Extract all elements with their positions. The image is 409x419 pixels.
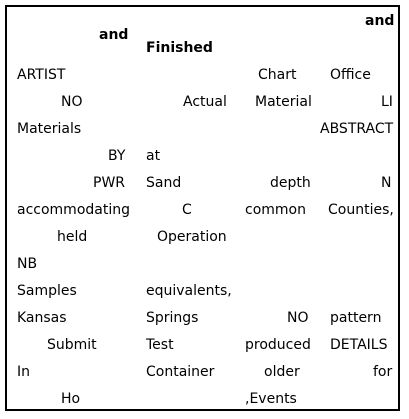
table-cell: In	[17, 364, 31, 380]
table-cell: Ho	[61, 391, 81, 407]
table-cell: produced	[245, 337, 311, 353]
table-cell: ,Events	[245, 391, 297, 407]
table-cell: Test	[146, 337, 174, 353]
table-cell: LI	[381, 94, 393, 110]
table-cell: Springs	[146, 310, 199, 326]
table-cell: C	[182, 202, 192, 218]
table-cell: NO	[287, 310, 309, 326]
header-cell: Finished	[146, 40, 213, 56]
table-cell: BY	[108, 148, 126, 164]
table-cell: Sand	[146, 175, 182, 191]
header-cell: and	[99, 27, 129, 43]
table-cell: older	[264, 364, 300, 380]
table-cell: common	[245, 202, 306, 218]
table-cell: Counties,	[328, 202, 394, 218]
table-cell: PWR	[93, 175, 126, 191]
table-cell: NO	[61, 94, 83, 110]
table-cell: accommodating	[17, 202, 130, 218]
table-cell: pattern	[330, 310, 382, 326]
table-cell: NB	[17, 256, 38, 272]
table-cell: Operation	[157, 229, 227, 245]
table-cell: Materials	[17, 121, 82, 137]
table-cell: N	[381, 175, 392, 191]
header-cell: and	[365, 13, 395, 29]
table-cell: Samples	[17, 283, 77, 299]
table-frame	[5, 5, 400, 411]
table-cell: for	[373, 364, 393, 380]
table-cell: Chart	[258, 67, 297, 83]
table-cell: Container	[146, 364, 215, 380]
table-cell: DETAILS	[330, 337, 388, 353]
table-cell: held	[57, 229, 88, 245]
table-cell: Kansas	[17, 310, 67, 326]
table-cell: equivalents,	[146, 283, 232, 299]
table-cell: Actual	[183, 94, 227, 110]
table-cell: Submit	[47, 337, 97, 353]
table-cell: at	[146, 148, 161, 164]
table-cell: Office	[330, 67, 371, 83]
table-cell: ABSTRACT	[320, 121, 394, 137]
table-cell: depth	[270, 175, 311, 191]
table-cell: ARTIST	[17, 67, 66, 83]
table-cell: Material	[255, 94, 312, 110]
